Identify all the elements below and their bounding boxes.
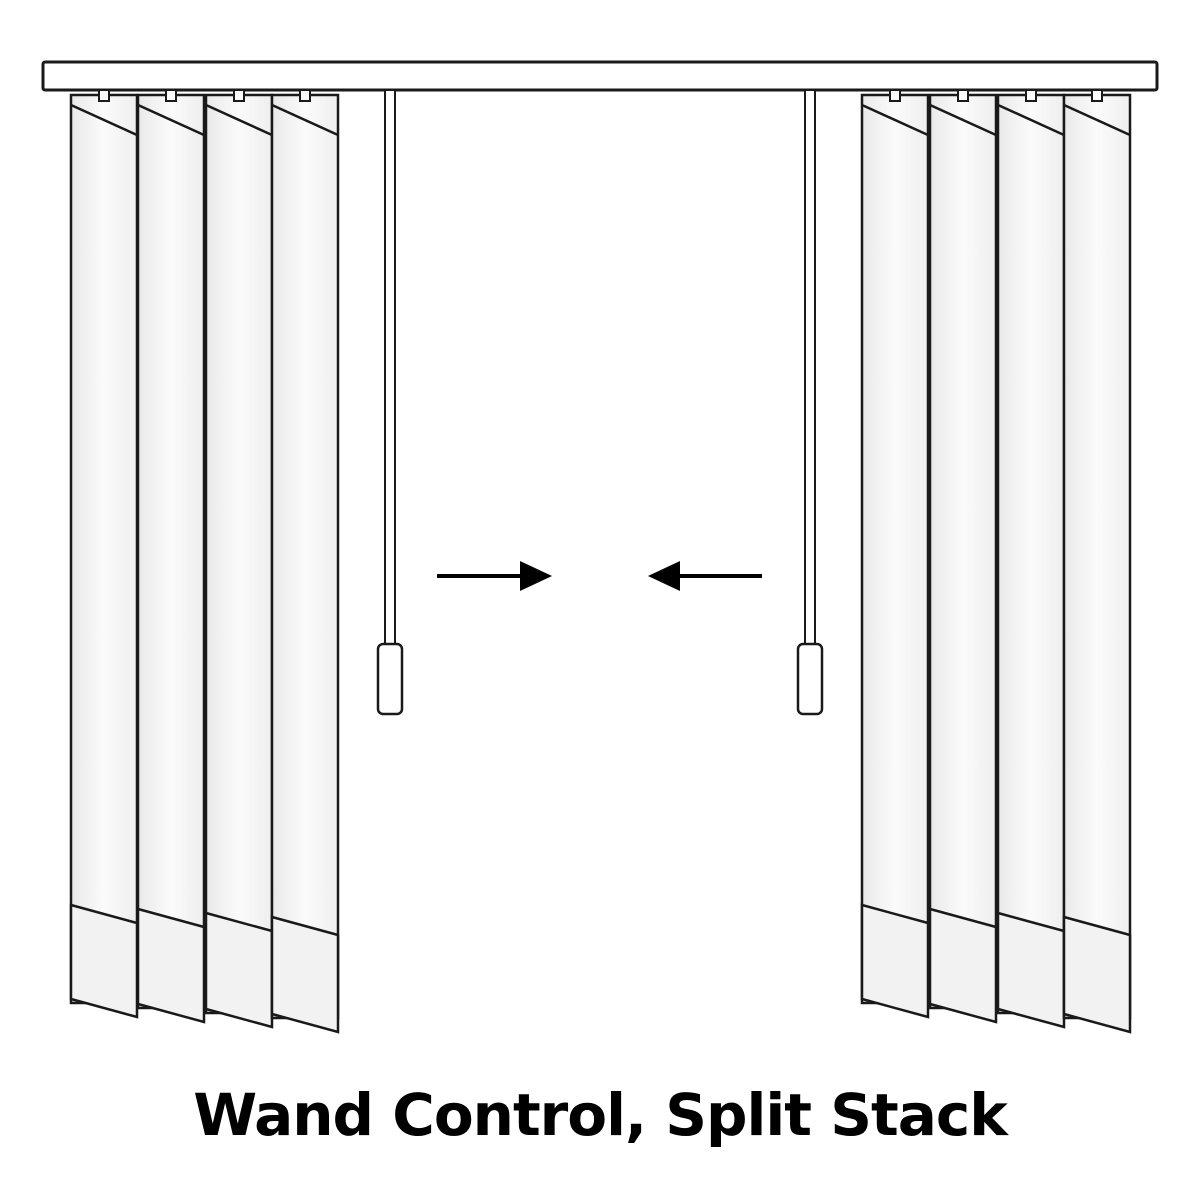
arrow-right-icon [437, 561, 552, 591]
slat-clip [889, 89, 901, 102]
right-slat[interactable] [928, 89, 998, 1024]
left-slat-stack [69, 89, 340, 1034]
slat-clip [233, 89, 245, 102]
left-wand-handle[interactable] [376, 642, 404, 716]
left-wand-rod[interactable] [384, 89, 396, 646]
right-wand-rod[interactable] [804, 89, 816, 646]
diagram-caption: Wand Control, Split Stack [193, 1081, 1008, 1149]
right-slat[interactable] [1062, 89, 1132, 1034]
left-slat[interactable] [136, 89, 206, 1024]
slat-clip [299, 89, 311, 102]
left-slat[interactable] [204, 89, 274, 1029]
right-wand-handle[interactable] [796, 642, 824, 716]
left-wand[interactable] [376, 89, 404, 716]
right-slat[interactable] [860, 89, 930, 1019]
right-slat[interactable] [996, 89, 1066, 1029]
left-slat[interactable] [270, 89, 340, 1034]
slat-clip [165, 89, 177, 102]
right-slat-stack [860, 89, 1132, 1034]
slat-clip [1025, 89, 1037, 102]
arrow-left-icon [648, 561, 762, 591]
slat-clip [1091, 89, 1103, 102]
slat-clip [98, 89, 110, 102]
left-slat[interactable] [69, 89, 139, 1019]
slat-clip [957, 89, 969, 102]
right-wand[interactable] [796, 89, 824, 716]
headrail [41, 60, 1159, 92]
